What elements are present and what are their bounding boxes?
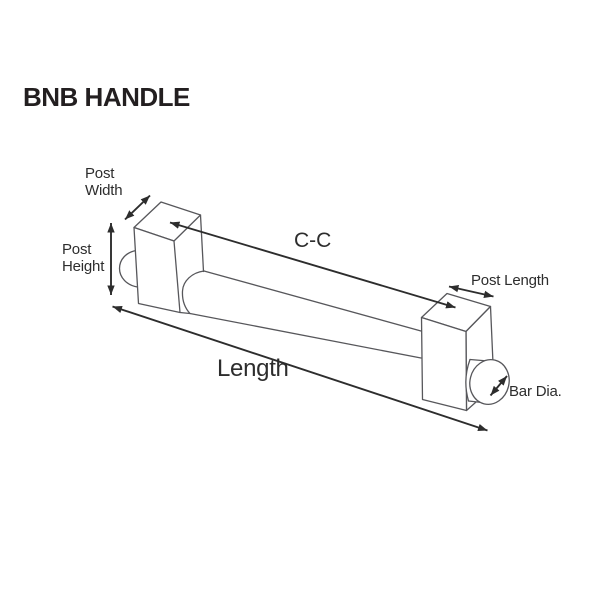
bar-left-end-bump — [118, 249, 139, 288]
post-height-label: Post Height — [62, 241, 105, 275]
center-to-center-label: C-C — [294, 229, 332, 252]
bar — [181, 270, 422, 359]
left-post — [133, 201, 205, 315]
length-label: Length — [217, 355, 289, 382]
post-length-label: Post Length — [471, 272, 549, 289]
page-title: BNB HANDLE — [23, 82, 190, 112]
post-length-arrow — [448, 284, 494, 299]
left-post-right-edge — [199, 214, 205, 273]
bar-diameter-arrow — [489, 375, 508, 397]
post-width-arrow — [124, 194, 151, 221]
left-post-front-face — [133, 226, 181, 314]
dimension-arrows — [107, 194, 508, 432]
center-to-center-arrow — [169, 221, 456, 309]
length-arrow — [112, 305, 488, 432]
right-post-front-face — [420, 316, 468, 412]
post-width-label: Post Width — [85, 165, 123, 199]
bar-diameter-label: Bar Dia. — [509, 383, 562, 400]
bar-right-end — [465, 358, 510, 405]
